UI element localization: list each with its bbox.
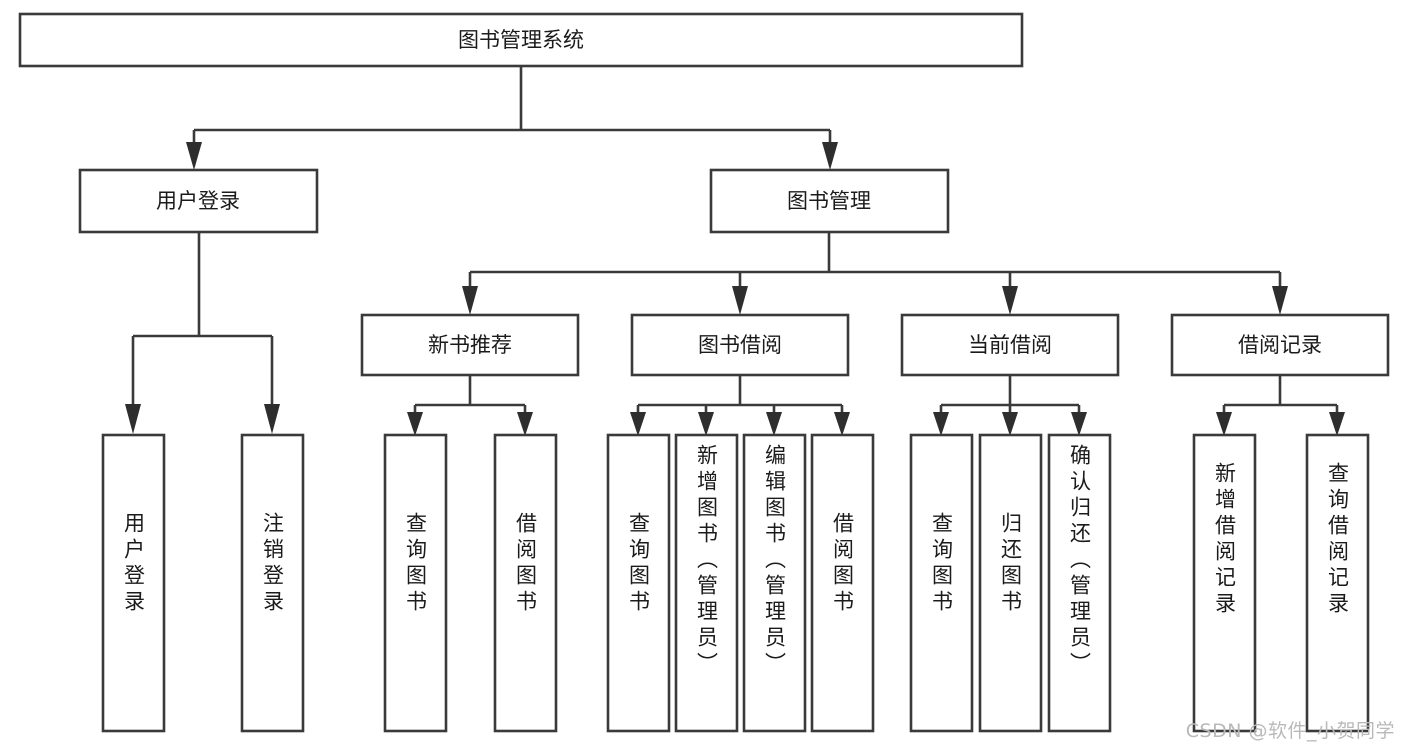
node-book-borrow-label: 图书借阅	[698, 333, 782, 357]
node-book-manage[interactable]: 图书管理	[709, 168, 950, 234]
arrow-head-leaf-query-book-3	[933, 412, 949, 436]
node-new-book-recommend[interactable]: 新书推荐	[360, 313, 580, 377]
node-borrow-record-box[interactable]	[1170, 313, 1390, 377]
arrow-head-leaf-query-book-2	[630, 412, 646, 436]
leaf-box-query-record[interactable]	[1305, 433, 1370, 733]
leaf-box-confirm-return[interactable]	[1047, 433, 1112, 733]
leaf-box-logout-login[interactable]	[240, 433, 305, 733]
arrow-head-leaf-query-record	[1329, 412, 1345, 436]
node-book-borrow-box[interactable]	[630, 313, 850, 377]
connector-group-new-book-recommend	[407, 375, 533, 436]
node-root-box[interactable]	[18, 12, 1024, 68]
arrow-head-leaf-query-book-1	[407, 412, 423, 436]
node-new-book-recommend-box[interactable]	[360, 313, 580, 377]
node-user-login[interactable]: 用户登录	[78, 168, 319, 234]
node-book-manage-label: 图书管理	[787, 189, 871, 213]
node-book-manage-box[interactable]	[709, 168, 950, 234]
connector-group-current-borrow	[933, 375, 1087, 436]
leaf-box-add-record[interactable]	[1192, 433, 1257, 733]
connector-group-borrow-record	[1216, 375, 1345, 436]
leaf-box-query-book-2[interactable]	[606, 433, 671, 733]
arrow-head-book-manage	[822, 142, 838, 170]
node-current-borrow[interactable]: 当前借阅	[900, 313, 1120, 377]
arrow-head-leaf-confirm-return	[1071, 412, 1087, 436]
leaf-box-user-login[interactable]	[101, 433, 166, 733]
arrow-head-current-borrow	[1002, 286, 1018, 315]
node-user-login-box[interactable]	[78, 168, 319, 234]
leaf-box-edit-book[interactable]	[742, 433, 807, 733]
connector-group-book-manage	[462, 232, 1288, 315]
node-current-borrow-label: 当前借阅	[968, 333, 1052, 357]
node-new-book-recommend-label: 新书推荐	[428, 333, 512, 357]
node-root-label: 图书管理系统	[458, 28, 584, 52]
leaf-box-borrow-book-2[interactable]	[810, 433, 875, 733]
leaf-box-query-book-1[interactable]	[383, 433, 448, 733]
node-root[interactable]: 图书管理系统	[18, 12, 1024, 68]
node-book-borrow[interactable]: 图书借阅	[630, 313, 850, 377]
arrow-head-leaf-borrow-book-1	[517, 412, 533, 436]
watermark-text: CSDN @软件_小贺同学	[1185, 720, 1395, 742]
arrow-head-leaf-borrow-book-2	[834, 412, 850, 436]
leaf-box-borrow-book-1[interactable]	[493, 433, 558, 733]
node-current-borrow-box[interactable]	[900, 313, 1120, 377]
connector-group-user-login	[125, 232, 280, 434]
arrow-head-leaf-add-record	[1216, 412, 1232, 436]
node-borrow-record-label: 借阅记录	[1238, 333, 1322, 357]
leaf-boxes	[101, 433, 1370, 733]
arrow-head-user-login	[186, 142, 202, 170]
connector-group-book-borrow	[630, 375, 850, 436]
leaf-box-add-book[interactable]	[674, 433, 739, 733]
node-borrow-record[interactable]: 借阅记录	[1170, 313, 1390, 377]
arrow-head-leaf-edit-book	[766, 412, 782, 436]
connector-group-root-to-level1	[186, 66, 838, 170]
leaf-box-return-book[interactable]	[978, 433, 1043, 733]
leaf-box-query-book-3[interactable]	[909, 433, 974, 733]
node-user-login-label: 用户登录	[156, 189, 240, 213]
arrow-head-leaf-user-login	[125, 404, 141, 434]
arrow-head-borrow-record	[1272, 286, 1288, 315]
arrow-head-leaf-add-book	[698, 412, 714, 436]
arrow-head-new-book-recommend	[462, 286, 478, 315]
arrow-head-book-borrow	[732, 286, 748, 315]
arrow-head-leaf-return-book	[1002, 412, 1018, 436]
arrow-head-leaf-logout-login	[264, 404, 280, 434]
